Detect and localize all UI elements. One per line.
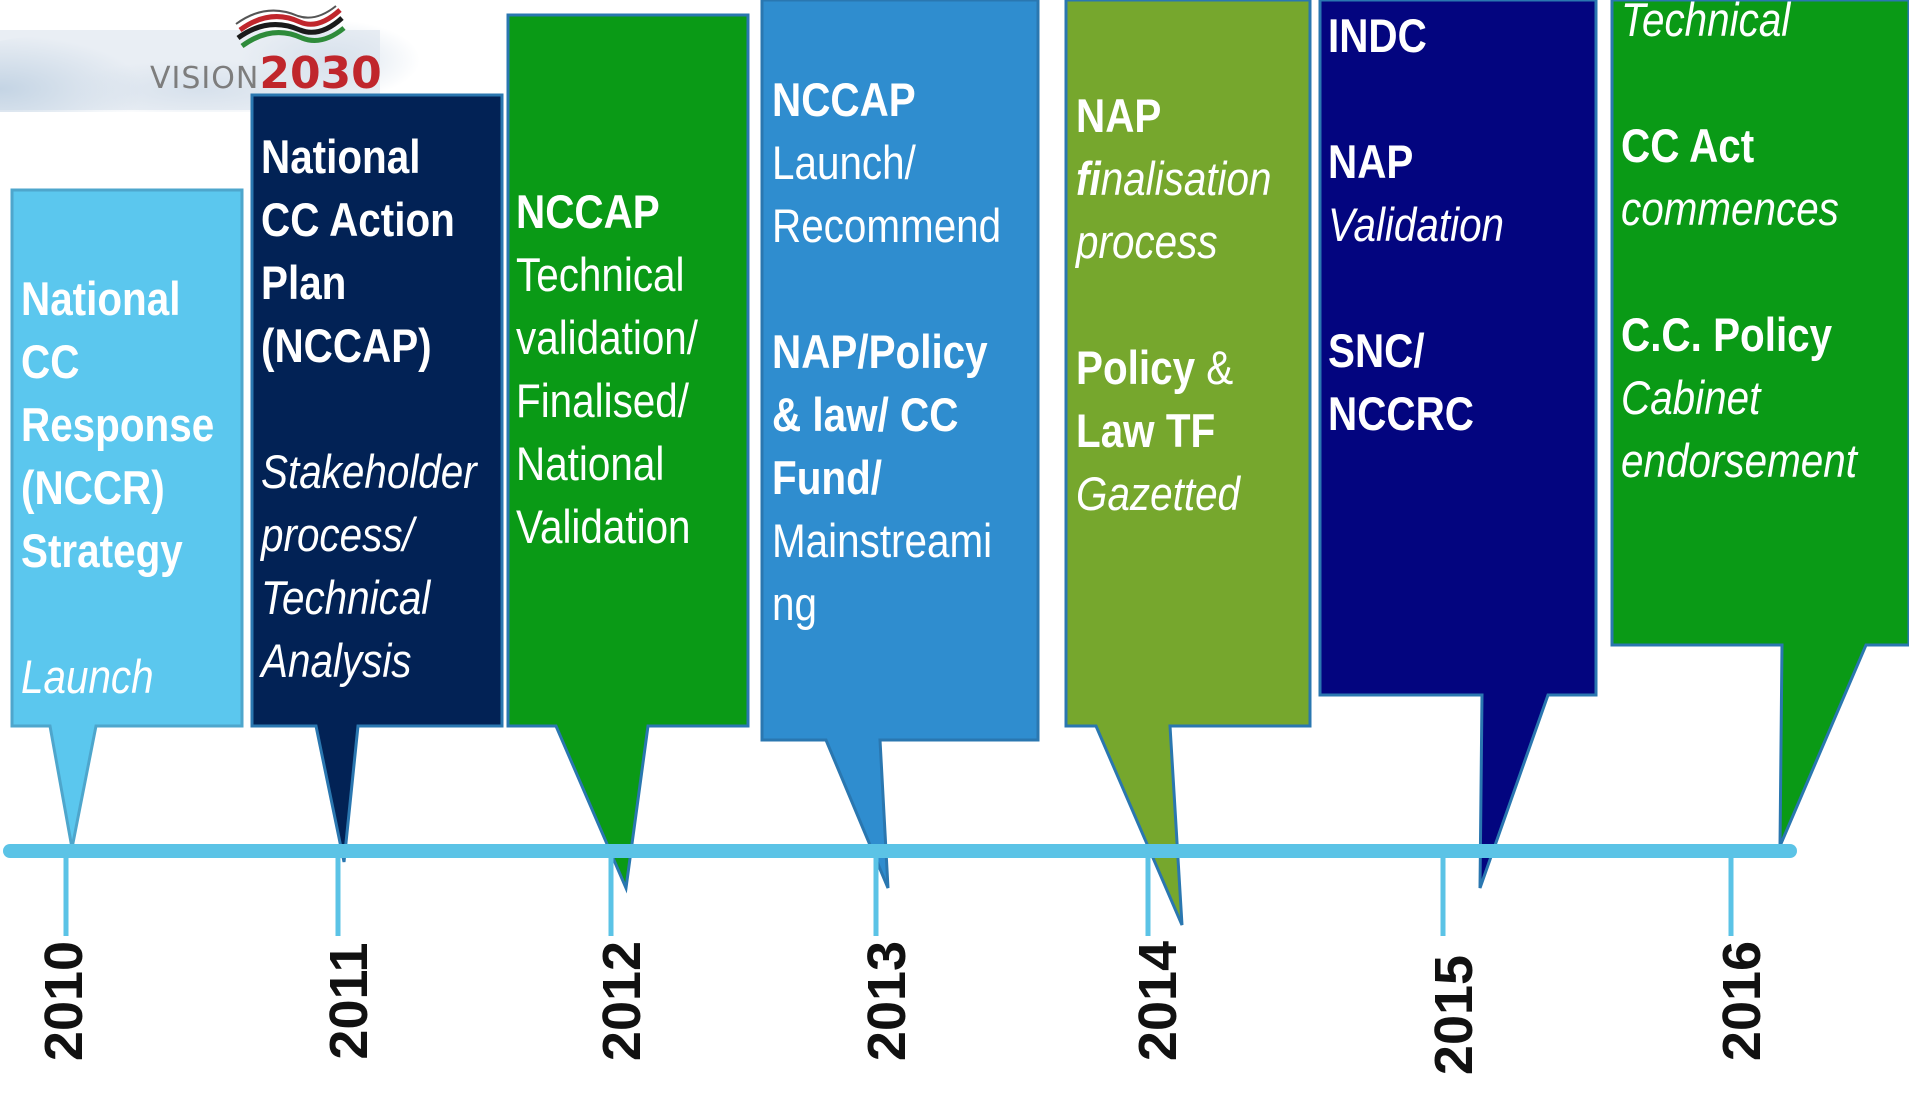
callout-line: NCCRC bbox=[1328, 387, 1474, 440]
vision-2030-logo: VISION2030 bbox=[0, 0, 520, 125]
callout-line: National bbox=[261, 130, 421, 183]
callout-line: Analysis bbox=[261, 634, 412, 687]
callout-line: NAP bbox=[1076, 89, 1162, 142]
year-label-2011: 2011 bbox=[319, 942, 379, 1060]
line-spacer bbox=[1328, 256, 1504, 319]
callout-line: process/ bbox=[261, 508, 414, 561]
callout-2013-shape bbox=[760, 0, 1040, 889]
callout-line: Technical bbox=[261, 571, 431, 624]
callout-line: Gazetted bbox=[1076, 467, 1241, 520]
callout-line: Launch/ bbox=[772, 136, 916, 189]
callout-line-part: Policy bbox=[1076, 341, 1196, 394]
callout-line: Finalised/ bbox=[516, 374, 689, 427]
callout-line-part: fi bbox=[1076, 152, 1101, 205]
year-label-2010: 2010 bbox=[34, 940, 94, 1062]
line-spacer bbox=[1621, 240, 1857, 303]
callout-line: C.C. Policy bbox=[1621, 308, 1833, 361]
callout-2012-shape bbox=[506, 13, 750, 894]
callout-line: Recommend bbox=[772, 199, 1002, 252]
callout-line: (NCCR) bbox=[21, 461, 165, 514]
callout-line: CC bbox=[21, 335, 80, 388]
callout-layer bbox=[3, 0, 1909, 936]
callout-2015-shape bbox=[1318, 0, 1598, 889]
callout-line: National bbox=[516, 437, 665, 490]
year-label-2012: 2012 bbox=[592, 940, 652, 1062]
callout-line: Stakeholder bbox=[261, 445, 477, 498]
callout-line: commences bbox=[1621, 182, 1839, 235]
logo-year: 2030 bbox=[259, 48, 382, 99]
callout-line: SNC/ bbox=[1328, 324, 1425, 377]
callout-line: Strategy bbox=[21, 524, 183, 577]
callout-line: Plan bbox=[261, 256, 347, 309]
callout-line: ng bbox=[772, 577, 817, 630]
callout-line-part: & bbox=[1195, 341, 1234, 394]
callout-line-part: nalisation bbox=[1100, 152, 1272, 205]
year-label-2016: 2016 bbox=[1712, 940, 1772, 1062]
line-spacer bbox=[1076, 273, 1271, 336]
callout-line: (NCCAP) bbox=[261, 319, 432, 372]
callout-line: validation/ bbox=[516, 311, 699, 364]
callout-line: Launch bbox=[21, 650, 154, 703]
callout-line: CC Act bbox=[1621, 119, 1755, 172]
callout-line: NAP bbox=[1328, 135, 1414, 188]
line-spacer bbox=[261, 377, 477, 440]
line-spacer bbox=[1621, 51, 1857, 114]
callout-line: Cabinet bbox=[1621, 371, 1761, 424]
callout-line: National bbox=[21, 272, 181, 325]
callout-line: process bbox=[1076, 215, 1218, 268]
callout-line: Fund/ bbox=[772, 451, 882, 504]
year-label-2014: 2014 bbox=[1128, 940, 1188, 1062]
year-label-2015: 2015 bbox=[1424, 954, 1484, 1076]
callout-line: Response bbox=[21, 398, 215, 451]
callout-line: CC Action bbox=[261, 193, 455, 246]
callout-line: Law TF bbox=[1076, 404, 1216, 457]
callout-line: NCCAP bbox=[516, 185, 660, 238]
callout-line: NCCAP bbox=[772, 73, 916, 126]
logo-word: VISION bbox=[150, 61, 260, 96]
callout-line: Technical bbox=[516, 248, 685, 301]
line-spacer bbox=[772, 257, 1001, 320]
callout-line: NAP/Policy bbox=[772, 325, 988, 378]
callout-line: finalisation bbox=[1076, 147, 1271, 210]
callout-2010-shape bbox=[10, 188, 244, 849]
callout-line: endorsement bbox=[1621, 434, 1857, 487]
callout-2011-shape bbox=[250, 93, 504, 863]
callout-line: Technical bbox=[1621, 0, 1791, 46]
year-label-2013: 2013 bbox=[857, 940, 917, 1062]
callout-line: Validation bbox=[1328, 198, 1505, 251]
callout-line: & law/ CC bbox=[772, 388, 959, 441]
line-spacer bbox=[1328, 67, 1504, 130]
line-spacer bbox=[21, 582, 214, 645]
callout-line: Policy & bbox=[1076, 336, 1271, 399]
callout-2014-shape bbox=[1064, 0, 1312, 926]
callout-line: INDC bbox=[1328, 9, 1427, 62]
callout-2016-shape bbox=[1610, 0, 1909, 847]
callout-line: Mainstreami bbox=[772, 514, 993, 567]
callout-2012-text: NCCAP Technical validation/Finalised/Natio… bbox=[516, 180, 698, 558]
callout-line: Validation bbox=[516, 500, 691, 553]
